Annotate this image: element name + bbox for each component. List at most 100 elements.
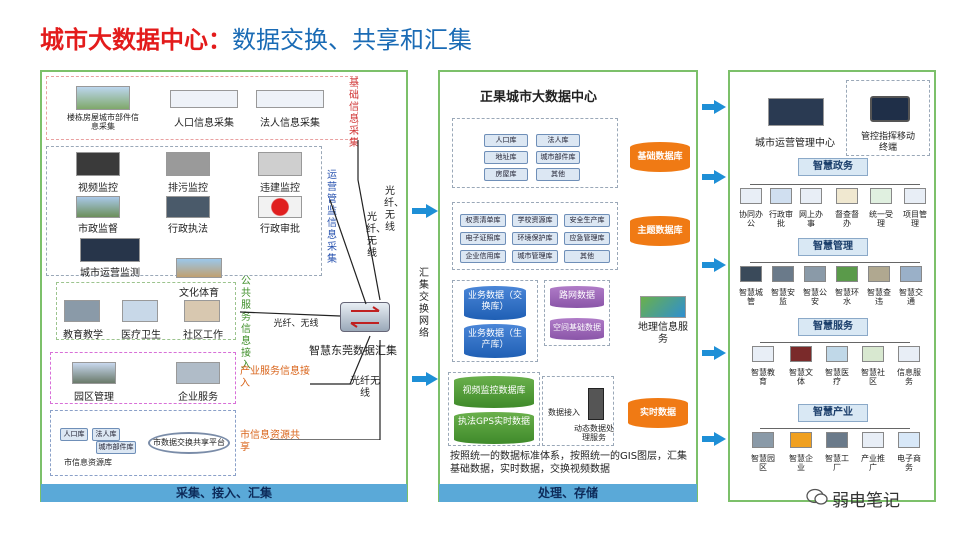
right-arrow-4 (714, 346, 726, 360)
basic-info-group (46, 76, 358, 140)
tablet-icon (870, 96, 910, 122)
gov-item-2: 行政审批 (769, 210, 793, 228)
right-arrow-1-bar (702, 104, 716, 110)
public-item-community: 社区工作 (183, 330, 223, 341)
ops-item-video: 视频监控 (78, 183, 118, 194)
public-item-medical: 医疗卫生 (121, 330, 161, 341)
service-icon-5 (898, 346, 920, 362)
right-arrow-5-bar (702, 436, 716, 442)
city-db-resource-label: 市信息资源库 (64, 458, 112, 467)
medical-thumbnail (122, 300, 158, 322)
basic-db-box-3: 地址库 (484, 151, 528, 164)
wechat-icon (806, 488, 828, 506)
topic-db-box-3: 安全生产库 (564, 214, 610, 227)
smart-gov-title: 智慧政务 (798, 158, 868, 176)
gov-icon-4 (836, 188, 858, 204)
mgmt-icon-3 (804, 266, 826, 282)
topic-db-box-1: 权责清单库 (460, 214, 506, 227)
gps-realtime-db: 执法GPS实时数据 (454, 412, 534, 444)
service-icon-4 (862, 346, 884, 362)
industry-icon-5 (898, 432, 920, 448)
exchange-arrow-2 (426, 372, 438, 386)
exchange-platform-label: 市数据交换共享平台 (153, 438, 225, 447)
topic-db-box-4: 电子证照库 (460, 232, 506, 245)
city-side-label: 市信息资源共享 (240, 430, 300, 453)
public-item-culture: 文化体育 (179, 288, 219, 299)
mgmt-item-4: 智慧环水 (835, 288, 859, 306)
link-label-industry: 光纤无线 (350, 376, 380, 399)
basic-db-box-1: 人口库 (484, 134, 528, 147)
illegal-build-thumbnail (258, 152, 302, 176)
industry-item-4: 产业推广 (861, 454, 885, 472)
hub-label: 智慧东莞数据汇集 (309, 344, 397, 357)
topic-db-box-2: 学校资源库 (512, 214, 558, 227)
exchange-platform-ring (148, 432, 230, 454)
gov-item-1: 协同办公 (739, 210, 763, 228)
mobile-terminal-label: 管控指挥移动终端 (860, 132, 915, 153)
basic-db-group (452, 118, 618, 188)
industry-icon-2 (790, 432, 812, 448)
culture-thumbnail (176, 258, 222, 278)
realtime-group (542, 376, 614, 446)
sewage-thumbnail (166, 152, 210, 176)
education-thumbnail (64, 300, 100, 322)
ops-item-enforcement: 行政执法 (168, 224, 208, 235)
ops-item-approval: 行政审批 (260, 224, 300, 235)
video-data-group (448, 372, 540, 446)
road-network-db: 路网数据 (550, 286, 604, 308)
service-icon-1 (752, 346, 774, 362)
city-monitor-thumbnail (80, 238, 140, 262)
mgmt-item-2: 智慧安监 (771, 288, 795, 306)
smart-mgmt-title: 智慧管理 (798, 238, 868, 256)
router-icon (340, 302, 390, 332)
basic-db-box-4: 城市部件库 (536, 151, 580, 164)
link-label-basic: 光纤、无线 (384, 186, 404, 233)
industry-icon-4 (862, 432, 884, 448)
park-thumbnail (72, 362, 116, 384)
right-panel (728, 70, 936, 502)
ops-item-sewage: 排污监控 (168, 183, 208, 194)
public-group (56, 282, 236, 340)
exchange-network-label: 汇集交换网络 (419, 268, 429, 339)
city-db-legal: 法人库 (92, 428, 120, 441)
service-icon-2 (790, 346, 812, 362)
gov-icon-3 (800, 188, 822, 204)
industry-item-3: 智慧工厂 (825, 454, 849, 472)
middle-footer: 处理、存储 (439, 484, 697, 502)
basic-item-buildings: 楼栋房屋城市部件信息采集 (67, 113, 139, 131)
topic-db-box-7: 企业信用库 (460, 250, 506, 263)
gov-icon-2 (770, 188, 792, 204)
exchange-arrow-2-bar (412, 376, 428, 382)
legal-thumbnail (256, 90, 324, 108)
gov-tree-line (750, 184, 920, 185)
right-arrow-2 (714, 170, 726, 184)
service-item-2: 智慧文体 (789, 368, 813, 386)
mgmt-item-3: 智慧公安 (803, 288, 827, 306)
basic-db-box-2: 法人库 (536, 134, 580, 147)
industry-item-park: 园区管理 (74, 392, 114, 403)
service-item-5: 信息服务 (897, 368, 921, 386)
mgmt-icon-6 (900, 266, 922, 282)
right-arrow-3-bar (702, 262, 716, 268)
mobile-terminal-group (846, 80, 930, 156)
watermark-text: 弱电笔记 (832, 491, 900, 511)
business-data-group (452, 280, 538, 362)
right-arrow-3 (714, 258, 726, 272)
industry-side-label: 产业服务信息接入 (240, 366, 310, 389)
title-sub: 数据交换、共享和汇集 (232, 26, 472, 54)
enforcement-thumbnail (166, 196, 210, 218)
video-monitor-db: 视频监控数据库 (454, 376, 534, 408)
video-thumbnail (76, 152, 120, 176)
mgmt-item-1: 智慧城管 (739, 288, 763, 306)
basic-db-cylinder: 基础数据库 (630, 142, 690, 172)
service-tree-line (760, 342, 910, 343)
connector-lines (239, 140, 381, 440)
community-thumbnail (184, 300, 220, 322)
basic-side-label: 基础信息采集 (349, 78, 359, 149)
mgmt-tree-line (750, 262, 920, 263)
topic-db-box-6: 应急管理库 (564, 232, 610, 245)
right-arrow-1 (714, 100, 726, 114)
basic-item-legal: 法人信息采集 (260, 118, 320, 129)
geo-map-thumbnail (640, 296, 686, 318)
service-icon-3 (826, 346, 848, 362)
